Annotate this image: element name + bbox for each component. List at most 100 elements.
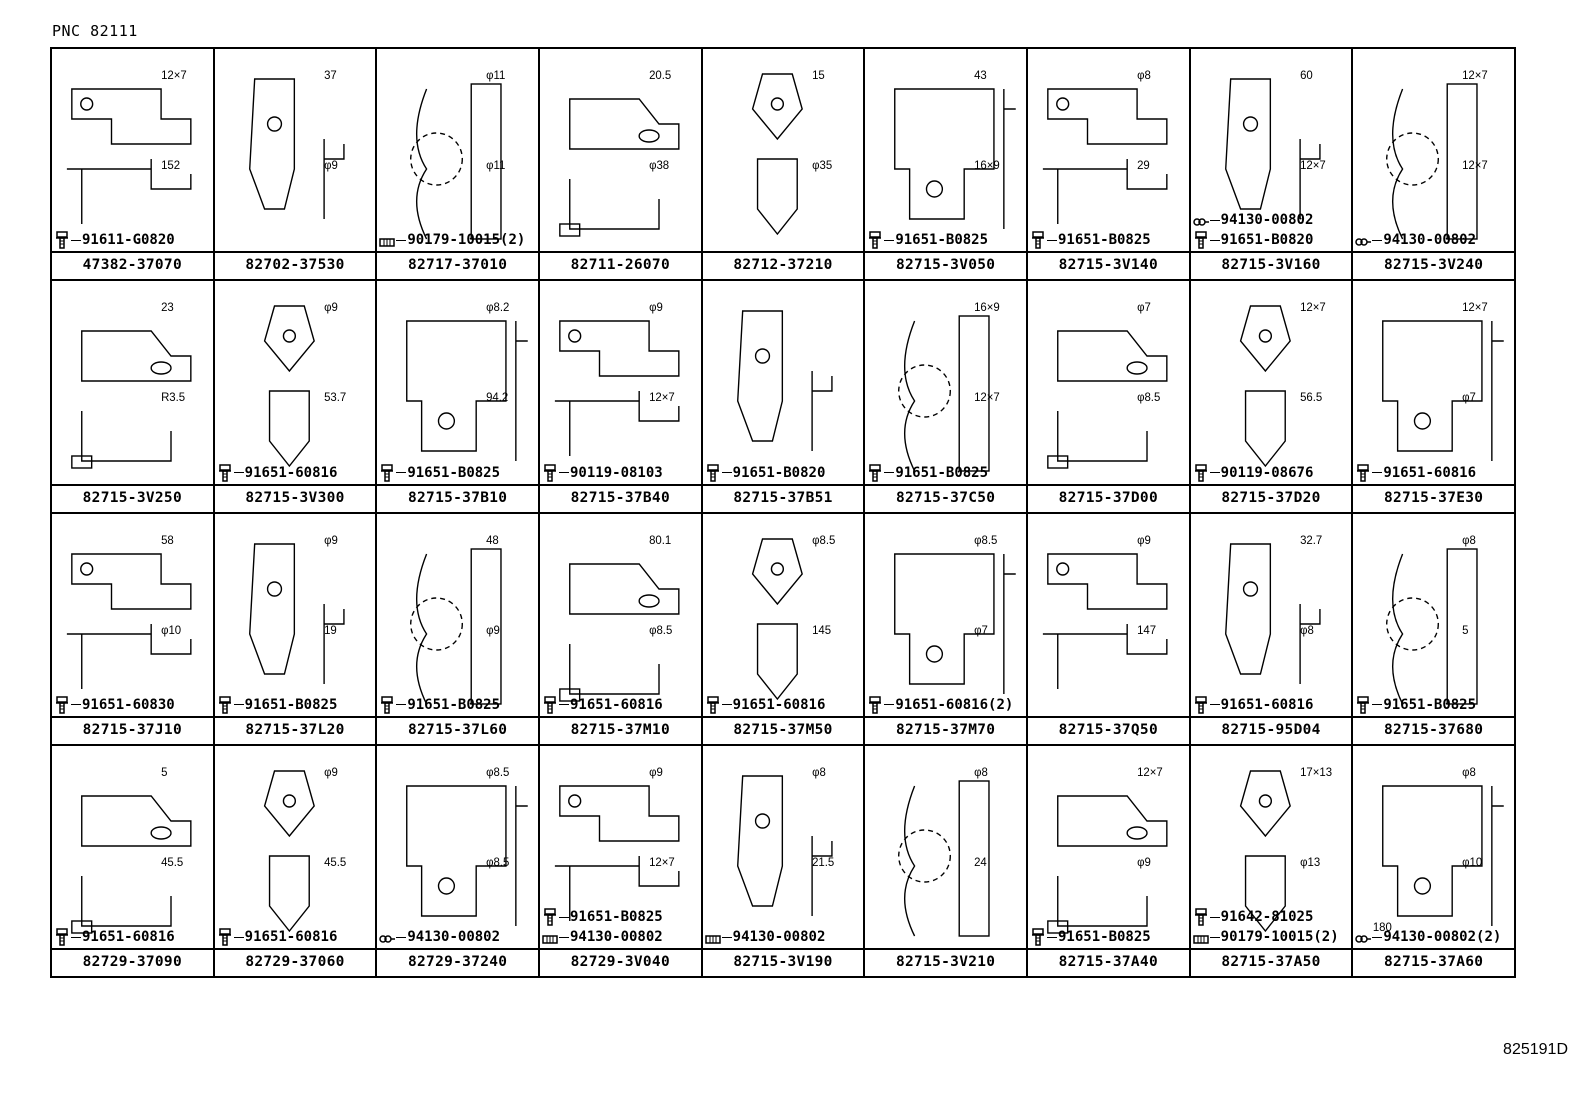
part-number[interactable]: 82715-37M10 xyxy=(540,715,701,744)
fastener-item[interactable]: 91651-B0825 xyxy=(867,230,988,250)
part-number[interactable]: 82715-37A50 xyxy=(1190,948,1352,976)
fastener-item[interactable]: 91651-60830 xyxy=(54,695,175,715)
part-number[interactable]: 82715-37L60 xyxy=(377,715,538,744)
part-number[interactable]: 82715-37Q50 xyxy=(1028,715,1189,744)
part-number[interactable]: 82715-37B10 xyxy=(377,483,538,512)
part-number[interactable]: 82702-37530 xyxy=(214,251,376,279)
fastener-item[interactable]: 94130-00802 xyxy=(542,927,663,947)
fastener-item[interactable]: 91611-G0820 xyxy=(54,230,175,250)
fastener-item[interactable]: 91651-B0825 xyxy=(217,695,337,715)
part-number[interactable]: 82715-3V190 xyxy=(702,948,864,976)
fastener-item[interactable]: 91651-B0825 xyxy=(542,907,663,927)
part-number[interactable]: 82715-3V250 xyxy=(52,483,213,512)
part-number[interactable]: 82715-37L20 xyxy=(214,715,376,744)
fastener-item[interactable]: 91651-60816(2) xyxy=(867,695,1013,715)
fastener-item[interactable]: 91651-60816 xyxy=(1193,695,1313,715)
fastener-item[interactable]: 90119-08103 xyxy=(542,463,663,483)
part-number[interactable]: 82711-26070 xyxy=(540,251,701,279)
part-number[interactable]: 82715-37C50 xyxy=(865,483,1026,512)
fastener-item[interactable]: 91651-60816 xyxy=(54,927,175,947)
fastener-item[interactable]: 91651-60816 xyxy=(217,463,337,483)
fastener-item[interactable]: 91651-60816 xyxy=(542,695,663,715)
fastener-item[interactable]: 91651-B0825 xyxy=(379,463,500,483)
part-number[interactable]: 82715-37M70 xyxy=(865,715,1026,744)
part-number[interactable]: 82715-3V210 xyxy=(865,948,1026,976)
part-number[interactable]: 82715-3V160 xyxy=(1190,251,1352,279)
part-number[interactable]: 82715-37M50 xyxy=(702,715,864,744)
part-number[interactable]: 82715-37J10 xyxy=(52,715,213,744)
fastener-item[interactable]: 90179-10015(2) xyxy=(379,230,525,250)
part-number[interactable]: 82729-37240 xyxy=(377,948,538,976)
fastener-item[interactable]: 90119-08676 xyxy=(1193,463,1313,483)
part-number[interactable]: 82715-37B40 xyxy=(540,483,701,512)
part-number[interactable]: 82715-3V050 xyxy=(865,251,1026,279)
part-number[interactable]: 82729-37060 xyxy=(214,948,376,976)
fastener-item[interactable]: 94130-00802(2) xyxy=(1355,927,1501,947)
fastener-item[interactable]: 91651-B0820 xyxy=(1193,230,1313,250)
fastener-item[interactable]: 91651-B0825 xyxy=(1030,230,1151,250)
fastener-item[interactable]: 91651-60816 xyxy=(1355,463,1476,483)
fastener-item[interactable]: 91651-B0825 xyxy=(1030,927,1151,947)
part-number[interactable]: 82715-3V300 xyxy=(214,483,376,512)
fastener-item[interactable]: 91651-B0825 xyxy=(379,695,500,715)
part-number[interactable]: 82715-37680 xyxy=(1353,715,1514,744)
part-number[interactable]: 82712-37210 xyxy=(702,251,864,279)
fastener-item[interactable]: 90179-10015(2) xyxy=(1192,927,1339,947)
part-number[interactable]: 82715-37A40 xyxy=(1028,948,1189,976)
part-number[interactable]: 82715-37E30 xyxy=(1353,483,1514,512)
part-number[interactable]: 82715-95D04 xyxy=(1190,715,1352,744)
fastener-item[interactable]: 91651-B0825 xyxy=(867,463,988,483)
fastener-item[interactable]: 91651-B0820 xyxy=(705,463,825,483)
fastener-item[interactable]: 94130-00802 xyxy=(704,927,825,947)
fastener-item[interactable]: 91651-60816 xyxy=(217,927,337,947)
part-number[interactable]: 82715-3V240 xyxy=(1353,251,1514,279)
fastener-item[interactable]: 94130-00802 xyxy=(379,927,500,947)
part-number[interactable]: 82729-3V040 xyxy=(540,948,701,976)
part-number[interactable]: 82715-37A60 xyxy=(1353,948,1514,976)
part-number[interactable]: 82717-37010 xyxy=(377,251,538,279)
part-number[interactable]: 82715-3V140 xyxy=(1028,251,1189,279)
part-number[interactable]: 82729-37090 xyxy=(52,948,213,976)
part-number[interactable]: 82715-37D00 xyxy=(1028,483,1189,512)
fastener-item[interactable]: 91642-81025 xyxy=(1193,907,1339,927)
fastener-item[interactable]: 91651-60816 xyxy=(705,695,825,715)
fastener-item[interactable]: 91651-B0825 xyxy=(1355,695,1476,715)
part-number[interactable]: 82715-37B51 xyxy=(702,483,864,512)
fastener-item[interactable]: 94130-00802 xyxy=(1355,230,1476,250)
